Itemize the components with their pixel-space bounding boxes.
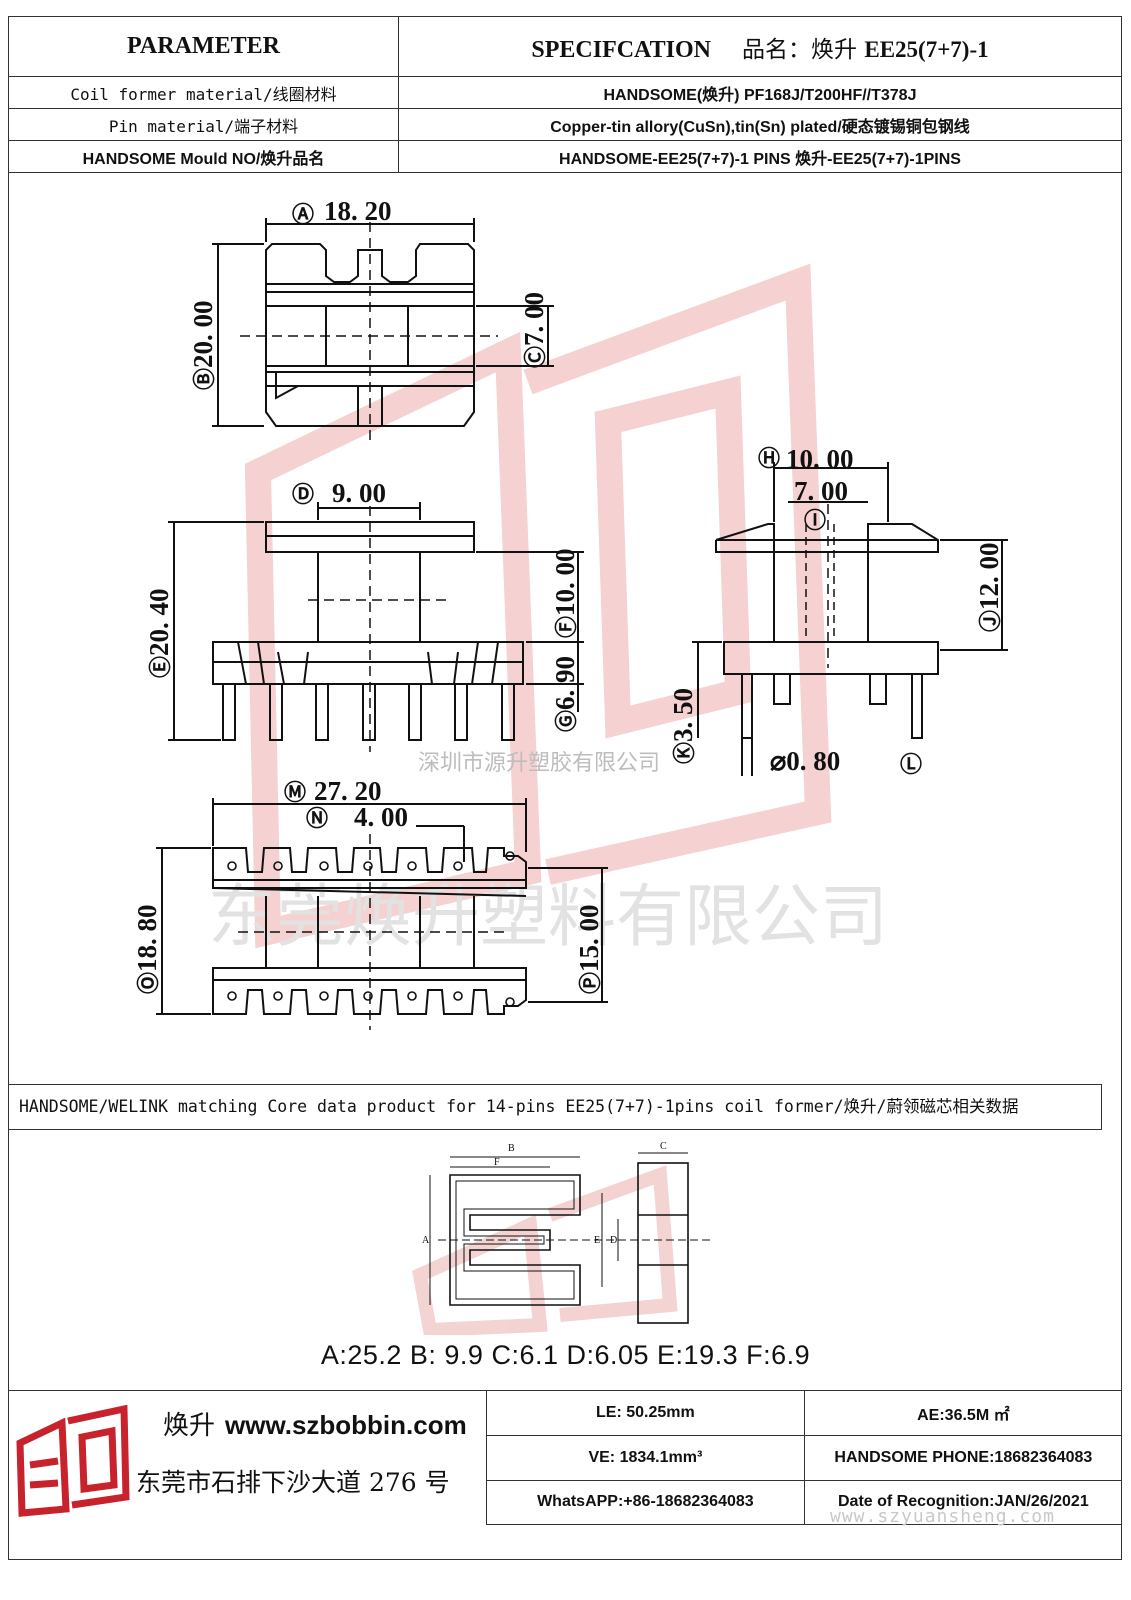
dim-d-marker: Ⓓ bbox=[292, 482, 314, 507]
website-link[interactable]: www.szbobbin.com bbox=[225, 1410, 467, 1440]
brand-name: 焕升 bbox=[163, 1411, 216, 1441]
watermark-small-text: 深圳市源升塑胶有限公司 bbox=[418, 751, 660, 776]
dim-e-label: Ⓔ20. 40 bbox=[144, 588, 174, 678]
dim-h-value: 10. 00 bbox=[786, 444, 854, 474]
dim-l-value: ⌀0. 80 bbox=[770, 746, 840, 776]
mould-no-value: HANDSOME-EE25(7+7)-1 PINS 焕升-EE25(7+7)-1… bbox=[398, 140, 1122, 173]
dim-d-value: 9. 00 bbox=[332, 478, 386, 508]
dim-p-label: Ⓟ15. 00 bbox=[574, 904, 604, 994]
dim-i-value: 7. 00 bbox=[794, 476, 848, 506]
dim-l-marker: Ⓛ bbox=[900, 752, 922, 777]
top-view bbox=[212, 218, 554, 444]
company-address: 东莞市石排下沙大道 276 号 bbox=[136, 1468, 450, 1497]
le-value: LE: 50.25mm bbox=[486, 1391, 805, 1437]
core-letter-d: D bbox=[610, 1235, 617, 1246]
dim-j-label: Ⓙ12. 00 bbox=[974, 542, 1004, 632]
dim-o-label: Ⓞ18. 80 bbox=[132, 904, 162, 994]
dim-a-value: 18. 20 bbox=[324, 196, 392, 226]
core-letter-a: A bbox=[422, 1235, 430, 1246]
core-letter-b: B bbox=[508, 1143, 515, 1154]
coil-material-label: Coil former material/线圈材料 bbox=[8, 76, 399, 109]
core-letter-e: E bbox=[594, 1235, 600, 1246]
date-value: Date of Recognition:JAN/26/2021 bbox=[803, 1479, 1122, 1526]
phone-value: HANDSOME PHONE:18682364083 bbox=[803, 1435, 1122, 1481]
dim-n-value: 4. 00 bbox=[354, 802, 408, 832]
dim-k-label: Ⓚ3. 50 bbox=[668, 688, 698, 764]
dim-f-label: Ⓕ10. 00 bbox=[550, 548, 580, 638]
side-view bbox=[692, 462, 1008, 776]
ae-value: AE:36.5M ㎡ bbox=[803, 1391, 1122, 1437]
dim-a-marker: Ⓐ bbox=[292, 202, 314, 227]
core-params-table: LE: 50.25mm AE:36.5M ㎡ VE: 1834.1mm³ HAN… bbox=[486, 1391, 1122, 1526]
dim-c-label: Ⓒ7. 00 bbox=[519, 292, 549, 368]
footer: 焕升 www.szbobbin.com 东莞市石排下沙大道 276 号 LE: 5… bbox=[8, 1390, 1122, 1526]
core-data-title: HANDSOME/WELINK matching Core data produ… bbox=[8, 1084, 1102, 1130]
dim-i-marker: Ⓘ bbox=[804, 508, 826, 533]
pin-material-label: Pin material/端子材料 bbox=[8, 108, 399, 141]
spec-header-table: PARAMETER SPECIFCATION 品名：焕升 EE25(7+7)-1… bbox=[8, 16, 1122, 173]
watermark-logo bbox=[244, 263, 832, 949]
dim-n-marker: Ⓝ bbox=[306, 806, 328, 831]
bottom-view bbox=[156, 798, 608, 1030]
coil-material-value: HANDSOME(焕升) PF168J/T200HF//T378J bbox=[398, 76, 1122, 109]
dim-m-value: 27. 20 bbox=[314, 776, 382, 806]
core-data-values: A:25.2 B: 9.9 C:6.1 D:6.05 E:19.3 F:6.9 bbox=[320, 1340, 811, 1370]
technical-drawing: 深圳市源升塑胶有限公司 东莞焕升塑料有限公司 bbox=[8, 172, 1122, 1080]
core-letter-f: F bbox=[494, 1157, 500, 1168]
front-view bbox=[168, 490, 584, 752]
parameter-heading: PARAMETER bbox=[8, 16, 399, 77]
brand-and-website: 焕升 www.szbobbin.com bbox=[163, 1405, 467, 1442]
front-pins bbox=[222, 683, 515, 741]
core-letter-c: C bbox=[660, 1141, 667, 1152]
mould-no-label: HANDSOME Mould NO/焕升品名 bbox=[8, 140, 399, 173]
pin-material-value: Copper-tin allory(CuSn),tin(Sn) plated/硬… bbox=[398, 108, 1122, 141]
company-logo bbox=[12, 1404, 134, 1519]
dim-h-marker: Ⓗ bbox=[758, 446, 780, 471]
bottom-pin-holes bbox=[227, 851, 515, 1007]
dimension-labels: Ⓐ 18. 20 Ⓑ20. 00 Ⓒ7. 00 Ⓓ 9. 00 Ⓔ20. 40 … bbox=[132, 196, 1004, 994]
whatsapp-value: WhatsAPP:+86-18682364083 bbox=[486, 1479, 805, 1526]
dim-b-label: Ⓑ20. 00 bbox=[188, 300, 218, 390]
specification-heading: SPECIFCATION 品名：焕升 EE25(7+7)-1 bbox=[398, 16, 1122, 77]
ve-value: VE: 1834.1mm³ bbox=[486, 1435, 805, 1481]
watermark-url: www.szyuansheng.com bbox=[830, 1506, 1055, 1527]
core-drawing: B F C A E D bbox=[380, 1135, 720, 1338]
dim-m-marker: Ⓜ bbox=[284, 780, 306, 805]
dim-g-label: Ⓖ6. 90 bbox=[550, 656, 580, 732]
